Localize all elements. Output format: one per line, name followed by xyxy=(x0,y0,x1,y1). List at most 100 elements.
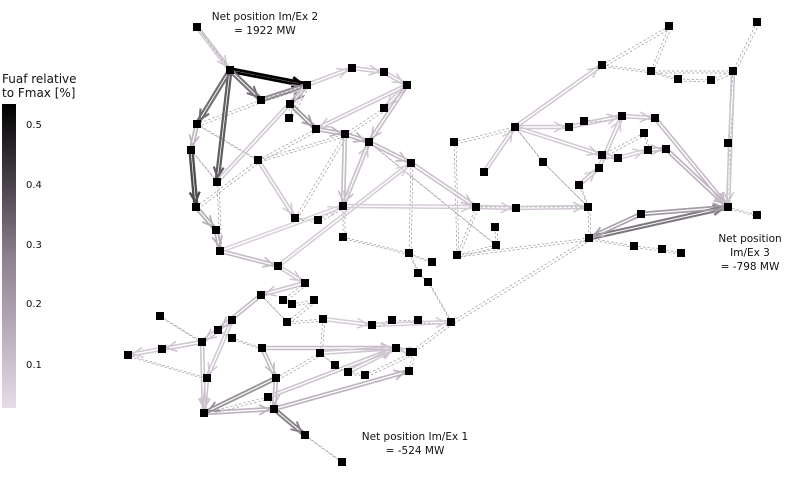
bus-node xyxy=(200,409,208,417)
bus-node xyxy=(314,216,322,224)
dashed-link xyxy=(450,237,590,323)
flow-link xyxy=(276,161,411,266)
dashed-link xyxy=(453,126,516,143)
bus-node xyxy=(707,76,715,84)
bus-node xyxy=(637,210,645,218)
nodes xyxy=(124,18,761,466)
flow-link xyxy=(262,347,279,378)
bus-node xyxy=(286,100,294,108)
flow-link xyxy=(516,207,589,211)
flow-link xyxy=(343,142,372,207)
bus-node xyxy=(254,156,262,164)
flow-arrowhead xyxy=(591,226,605,238)
dashed-link xyxy=(286,299,315,323)
flow-link xyxy=(230,67,308,85)
bus-node xyxy=(651,114,659,122)
bus-node xyxy=(257,96,265,104)
flow-arrowhead xyxy=(395,151,409,162)
dashed-links xyxy=(127,21,760,465)
bus-node xyxy=(228,316,236,324)
dashed-link xyxy=(587,206,590,239)
dashed-link xyxy=(453,141,458,256)
flow-link xyxy=(319,345,396,353)
flow-arrowhead xyxy=(393,369,406,381)
dashed-link xyxy=(458,239,592,258)
annotation-area-3-line3: = -798 MW xyxy=(720,261,780,273)
flow-link xyxy=(621,116,655,121)
flow-link xyxy=(343,203,477,207)
flow-link xyxy=(617,147,648,158)
flow-arrowhead xyxy=(353,131,367,143)
dashed-link xyxy=(603,66,654,74)
flow-link xyxy=(128,349,163,358)
dashed-link xyxy=(427,281,452,323)
dashed-link xyxy=(257,133,346,161)
flow-link xyxy=(515,204,588,208)
bus-node xyxy=(414,269,422,277)
flow-link xyxy=(514,127,602,158)
flow-arrowhead xyxy=(572,201,585,213)
flow-link xyxy=(589,207,729,241)
bus-node xyxy=(598,61,606,69)
dashed-link xyxy=(161,317,205,345)
flow-arrowhead xyxy=(500,201,513,214)
colorbar-tick: 0.1 xyxy=(26,360,42,371)
flow-link xyxy=(220,248,279,266)
bus-node xyxy=(368,321,376,329)
flow-arrowhead xyxy=(639,111,652,123)
annotation-area-3-line2: Im/Ex 3 xyxy=(730,247,770,259)
flow-arrowhead xyxy=(358,145,369,158)
dashed-link xyxy=(257,128,317,161)
bus-node xyxy=(407,159,415,167)
flow-link xyxy=(274,378,279,410)
dashed-link xyxy=(544,163,591,210)
bus-node xyxy=(453,251,461,259)
bus-node xyxy=(662,145,670,153)
flow-arrowhead xyxy=(712,202,726,214)
dashed-link xyxy=(231,337,263,349)
bus-node xyxy=(226,66,234,74)
bus-node xyxy=(414,316,422,324)
bus-node xyxy=(203,374,211,382)
dashed-link xyxy=(514,126,544,163)
dashed-link xyxy=(196,99,262,125)
dashed-link xyxy=(306,436,345,465)
colorbar-title-line1: Fuaf relative xyxy=(2,72,77,86)
annotation-area-3: Net position Im/Ex 3 = -798 MW xyxy=(712,232,788,274)
bus-node xyxy=(729,67,737,75)
flow-arrowhead xyxy=(606,113,619,125)
flow-link xyxy=(515,65,604,129)
dashed-link xyxy=(727,206,758,216)
bus-node xyxy=(450,138,458,146)
bus-node xyxy=(539,158,547,166)
flow-link xyxy=(513,63,602,127)
dashed-link xyxy=(344,107,385,135)
annotation-area-1: Net position Im/Ex 1 = -524 MW xyxy=(350,430,480,458)
flow-arrowhead xyxy=(199,397,211,410)
bus-node xyxy=(724,203,732,211)
flow-arrowhead xyxy=(356,317,369,329)
dashed-link xyxy=(411,323,454,355)
bus-node xyxy=(192,203,200,211)
flow-link xyxy=(351,68,384,75)
dashed-link xyxy=(588,237,635,247)
dashed-link xyxy=(346,109,387,137)
flow-link xyxy=(371,319,451,325)
flow-arrowhead xyxy=(650,144,663,156)
dashed-link xyxy=(603,27,672,68)
bus-node xyxy=(753,211,761,219)
flow-arrowhead xyxy=(722,191,735,204)
dashed-link xyxy=(344,238,412,256)
bus-node xyxy=(291,214,299,222)
bus-node xyxy=(428,258,436,266)
dashed-link xyxy=(319,207,346,223)
colorbar-tick: 0.3 xyxy=(26,240,42,251)
dashed-link xyxy=(663,250,684,256)
dashed-link xyxy=(259,135,348,163)
flow-arrowhead xyxy=(206,401,220,412)
flow-link xyxy=(229,70,307,88)
bus-node xyxy=(585,234,593,242)
dashed-link xyxy=(262,86,310,103)
bus-node xyxy=(674,75,682,83)
